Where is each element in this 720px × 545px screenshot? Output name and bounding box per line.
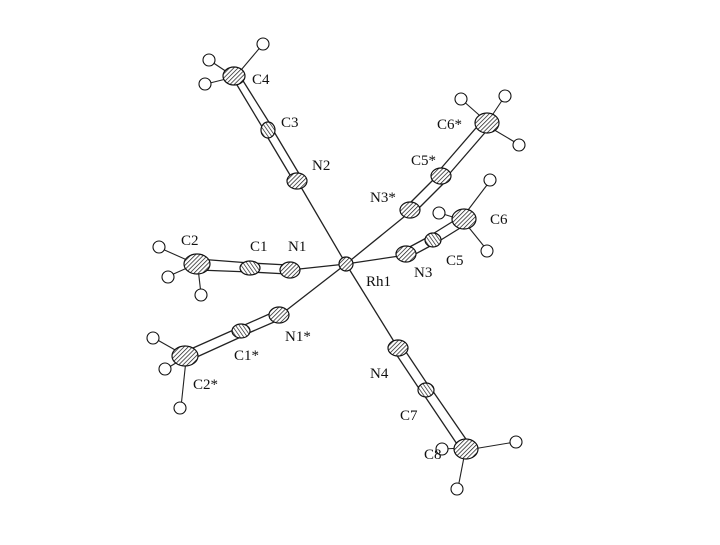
h-atom xyxy=(450,482,464,496)
atom-n3s xyxy=(399,201,421,219)
atom-c2 xyxy=(183,253,211,275)
bond-rh1-n4 xyxy=(345,263,399,349)
label-rh1: Rh1 xyxy=(366,274,391,290)
label-c3: C3 xyxy=(281,115,299,131)
atom-c5 xyxy=(424,232,442,248)
bond-c3-c4 xyxy=(233,79,265,131)
atom-n4 xyxy=(387,339,409,357)
bond-rh1-n1s xyxy=(278,263,347,317)
h-atom xyxy=(509,435,523,449)
label-n3s: N3* xyxy=(370,190,396,206)
hydrogen-atoms xyxy=(146,37,526,496)
bond-rh1-n3s xyxy=(345,211,411,265)
h-atom xyxy=(173,401,187,415)
label-c6: C6 xyxy=(490,212,508,228)
label-n2: N2 xyxy=(312,158,330,174)
bond-n2-c3 xyxy=(264,132,294,181)
bond-n2-c3-b xyxy=(272,129,302,178)
label-n1s: N1* xyxy=(285,329,311,345)
bond-c7-c8-b xyxy=(429,386,471,446)
h-atom xyxy=(480,244,494,258)
bond-n4-c7-b xyxy=(401,345,431,389)
h-atom xyxy=(498,89,512,103)
atom-c4 xyxy=(222,66,246,86)
atom-n3 xyxy=(395,245,417,263)
atom-c2s xyxy=(171,345,199,367)
h-atom xyxy=(152,240,166,254)
h-atom xyxy=(432,206,446,220)
h-atom xyxy=(198,77,212,91)
atom-c6s xyxy=(474,112,500,134)
atom-labels: C4 C3 N2 C6* C5* N3* C6 C5 N3 C2 C1 N1 R… xyxy=(181,72,508,463)
label-n3: N3 xyxy=(414,265,432,281)
h-atom xyxy=(202,53,216,67)
h-atom xyxy=(435,442,449,456)
atom-n1 xyxy=(279,261,301,279)
label-c2s: C2* xyxy=(193,377,218,393)
h-atom xyxy=(158,362,172,376)
h-atom xyxy=(454,92,468,106)
label-c8: C8 xyxy=(424,447,442,463)
bond-c5s-c6s-b xyxy=(443,127,490,181)
bond-rh1-n2 xyxy=(297,181,347,265)
atom-c5s xyxy=(430,167,452,185)
bond-c7-c8 xyxy=(421,391,462,451)
atom-c8 xyxy=(453,438,479,460)
bond-c5s-c6s xyxy=(436,120,483,174)
bond-c3-c4-b xyxy=(239,75,273,128)
atom-c1 xyxy=(239,260,261,276)
h-atom xyxy=(512,138,526,152)
label-c4: C4 xyxy=(252,72,270,88)
label-c5: C5 xyxy=(446,253,464,269)
h-atom xyxy=(194,288,208,302)
h-atom xyxy=(146,331,160,345)
atom-c7 xyxy=(417,382,435,398)
atom-n1s xyxy=(268,306,290,324)
label-c1: C1 xyxy=(250,239,268,255)
label-c2: C2 xyxy=(181,233,199,249)
label-c5s: C5* xyxy=(411,153,436,169)
atom-rh1 xyxy=(338,256,354,272)
label-c7: C7 xyxy=(400,408,418,424)
heavy-atoms xyxy=(171,66,500,460)
h-atom xyxy=(483,173,497,187)
atom-c1s xyxy=(231,323,251,339)
h-atom xyxy=(161,270,175,284)
h-atom xyxy=(256,37,270,51)
label-n4: N4 xyxy=(370,366,389,382)
label-c1s: C1* xyxy=(234,348,259,364)
label-c6s: C6* xyxy=(437,117,462,133)
atom-c3 xyxy=(260,121,276,139)
bond-n4-c7 xyxy=(393,350,423,394)
atom-n2 xyxy=(286,172,308,190)
atom-c6 xyxy=(451,208,477,230)
label-n1: N1 xyxy=(288,239,306,255)
